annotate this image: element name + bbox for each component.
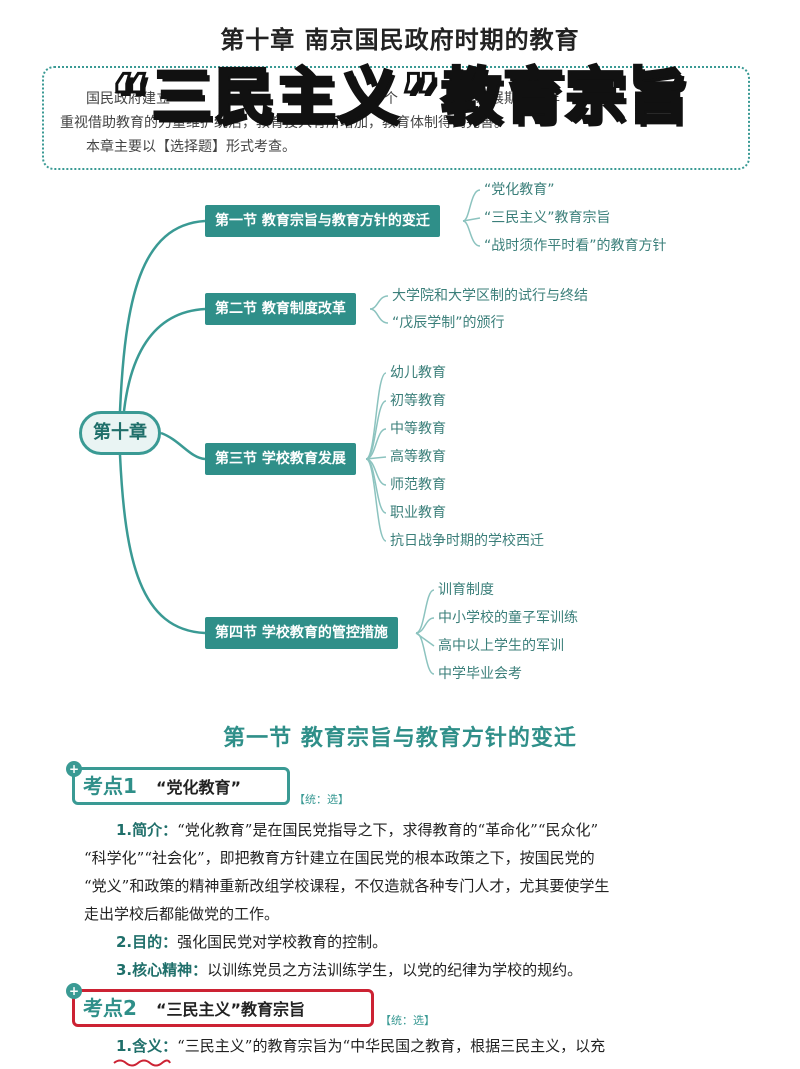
mindmap-leaf: 大学院和大学区制的试行与终结: [392, 288, 588, 304]
mindmap-leaf: 师范教育: [390, 477, 446, 493]
kp1-paragraph-1-line-1: 1.简介：“党化教育”是在国民党指导之下，求得教育的“革命化”“民众化”: [116, 820, 726, 840]
key-point-1-box: + 考点1 “党化教育”: [66, 761, 290, 805]
mindmap-leaf: “三民主义”教育宗旨: [484, 210, 611, 226]
key-point-1-number: 考点1: [83, 774, 137, 798]
mindmap-leaf: 职业教育: [390, 505, 446, 521]
mindmap-leaf: 中等教育: [390, 421, 446, 437]
key-point-2-number: 考点2: [83, 996, 137, 1020]
mindmap-connectors: [118, 189, 481, 675]
intro-line-1-right: 发展期。十年: [476, 91, 560, 107]
underline-squiggle: [113, 1059, 171, 1067]
mindmap-leaf: 高等教育: [390, 449, 446, 465]
mindmap-leaf: 初等教育: [390, 393, 446, 409]
intro-line-3: 本章主要以【选择题】形式考查。: [86, 139, 296, 155]
mindmap-leaf: 幼儿教育: [390, 365, 446, 381]
key-point-2-tag: 【统：选】: [380, 1014, 435, 1027]
mindmap-leaf: 中学毕业会考: [438, 666, 522, 682]
kp1-label-intro: 1.简介：: [116, 821, 178, 839]
mindmap-section-3: 第三节 学校教育发展: [205, 443, 356, 475]
mindmap-section-4: 第四节 学校教育的管控措施: [205, 617, 398, 649]
kp2-text: “三民主义”的教育宗旨为“中华民国之教育，根据三民主义，以充: [177, 1037, 606, 1055]
intro-line-1-left: 国民政府建立: [86, 91, 170, 107]
mindmap-leaf: “党化教育”: [484, 182, 555, 198]
kp1-paragraph-1-line-2: “科学化”“社会化”，即把教育方针建立在国民党的根本政策之下，按国民党的: [84, 849, 595, 867]
plus-icon: +: [66, 761, 82, 777]
mindmap-leaf: 抗日战争时期的学校西迁: [390, 533, 544, 549]
overlay-title: “三民主义”教育宗旨: [109, 61, 690, 134]
kp1-text: 以训练党员之方法训练学生，以党的纪律为学校的规约。: [207, 961, 583, 979]
key-point-1-tag: 【统：选】: [294, 793, 349, 806]
kp1-text: 强化国民党对学校教育的控制。: [177, 933, 388, 951]
intro-line-2: 重视借助教育的力量维护统治，教育投入有所增加，教育体制得到完善。: [60, 115, 508, 131]
key-point-2-title: “三民主义”教育宗旨: [156, 1000, 306, 1019]
kp1-label-purpose: 2.目的：: [116, 933, 178, 951]
plus-icon: +: [66, 983, 82, 999]
kp1-paragraph-1-line-4: 走出学校后都能做党的工作。: [84, 905, 280, 923]
intro-line-1-mid: 个: [384, 91, 398, 107]
mindmap-leaf: “战时须作平时看”的教育方针: [484, 238, 667, 254]
key-point-1-title: “党化教育”: [156, 778, 242, 797]
mindmap-root: 第十章: [79, 411, 161, 455]
kp1-label-core: 3.核心精神：: [116, 961, 208, 979]
intro-box: [42, 66, 750, 170]
mindmap-leaf: 高中以上学生的军训: [438, 638, 564, 654]
mindmap-section-2: 第二节 教育制度改革: [205, 293, 356, 325]
mindmap-leaf: 训育制度: [438, 582, 494, 598]
section-heading: 第一节 教育宗旨与教育方针的变迁: [223, 726, 577, 751]
kp1-text: “党化教育”是在国民党指导之下，求得教育的“革命化”“民众化”: [177, 821, 599, 839]
key-point-2-box: + 考点2 “三民主义”教育宗旨: [66, 983, 374, 1027]
chapter-title: 第十章 南京国民政府时期的教育: [220, 26, 580, 54]
kp2-paragraph-1: 1.含义：“三民主义”的教育宗旨为“中华民国之教育，根据三民主义，以充: [116, 1036, 726, 1056]
mindmap-leaf: 中小学校的童子军训练: [438, 610, 578, 626]
kp1-paragraph-1-line-3: “党义”和政策的精神重新改组学校课程，不仅造就各种专门人才，尤其要使学生: [84, 877, 610, 895]
kp2-label-meaning: 1.含义：: [116, 1037, 178, 1055]
kp1-paragraph-2: 2.目的：强化国民党对学校教育的控制。: [116, 932, 726, 952]
mindmap-section-1: 第一节 教育宗旨与教育方针的变迁: [205, 205, 440, 237]
kp1-paragraph-3: 3.核心精神：以训练党员之方法训练学生，以党的纪律为学校的规约。: [116, 960, 726, 980]
mindmap-leaf: “戊辰学制”的颁行: [392, 315, 505, 331]
